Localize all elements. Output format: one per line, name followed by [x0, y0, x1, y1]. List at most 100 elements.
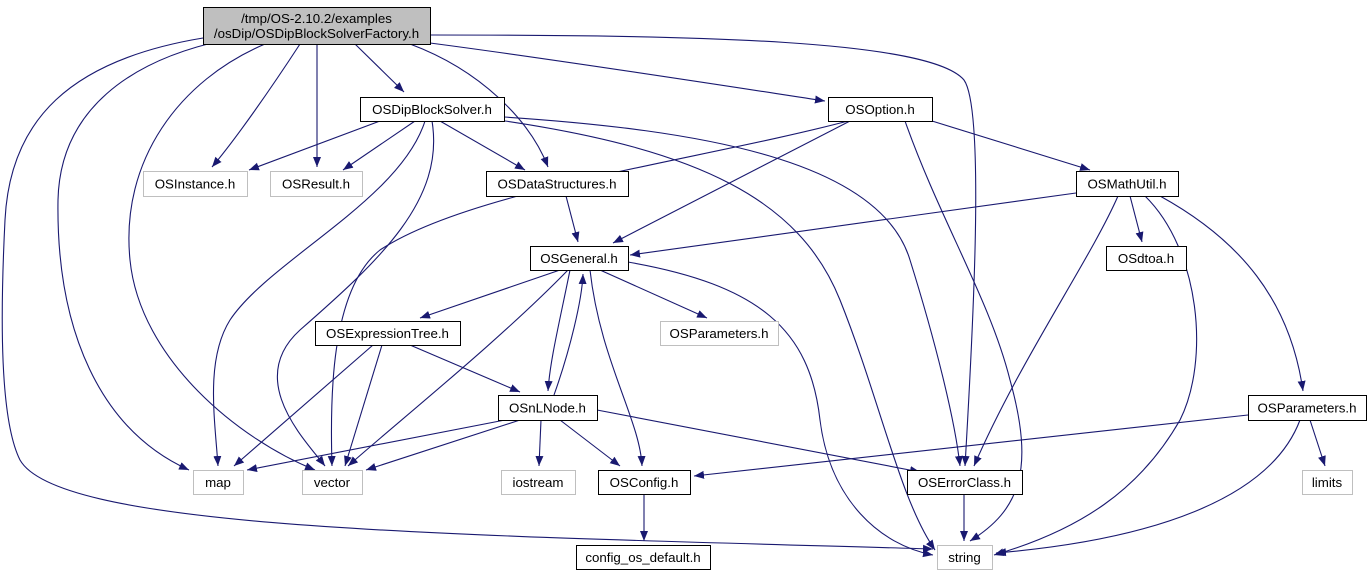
node-label: OSdtoa.h [1118, 251, 1174, 266]
edge-dipblocksolver-to-map [212, 120, 426, 467]
node-label: vector [314, 475, 351, 490]
edge-root-to-osinstance [211, 43, 301, 168]
edge-osnlnode-to-vector [365, 419, 521, 471]
node-label: /osDip/OSDipBlockSolverFactory.h [214, 26, 419, 41]
node-box [907, 470, 1023, 495]
edge-osgeneral-to-osnlnode [544, 269, 571, 392]
edge-osparameters-to-osconfig [693, 414, 1249, 479]
edge-osoption-to-vector [327, 120, 849, 467]
edge-osexpressiontree-to-vector [344, 344, 383, 467]
edges-layer [1, 34, 1326, 558]
node-osnlnode[interactable]: OSnLNode.h [498, 395, 598, 421]
edge-osnlnode-to-osgeneral [553, 273, 587, 396]
edge-osoption-to-osmathutil [931, 120, 1091, 171]
node-osparameters_ext[interactable]: OSParameters.h [660, 321, 779, 346]
node-dipblocksolver[interactable]: OSDipBlockSolver.h [360, 97, 505, 122]
edge-osnlnode-to-oserrorclass [596, 409, 921, 475]
edge-osexpressiontree-to-map [233, 344, 374, 467]
node-label: OSResult.h [282, 177, 350, 192]
edge-dipblocksolver-to-osdatastructures [439, 120, 526, 171]
node-root[interactable]: /tmp/OS-2.10.2/examples/osDip/OSDipBlock… [203, 7, 431, 45]
edge-osmathutil-to-osdtoa [1129, 195, 1144, 243]
node-box [143, 171, 248, 197]
node-label: config_os_default.h [585, 550, 700, 565]
edge-osparameters-to-limits [1309, 419, 1326, 467]
edge-dipblocksolver-to-oserrorclass [503, 116, 963, 467]
edge-osmathutil-to-oserrorclass [973, 195, 1119, 467]
node-label: map [205, 475, 231, 490]
node-box [501, 470, 576, 495]
edge-dipblocksolver-to-vector [276, 120, 435, 467]
node-oserrorclass[interactable]: OSErrorClass.h [907, 470, 1023, 495]
node-label: OSOption.h [845, 102, 914, 117]
node-box [598, 470, 691, 495]
node-label: OSMathUtil.h [1087, 177, 1166, 192]
node-string[interactable]: string [937, 545, 993, 570]
node-box [486, 171, 629, 197]
node-box [1248, 395, 1367, 421]
node-osdtoa[interactable]: OSdtoa.h [1106, 246, 1187, 271]
edge-root-to-string [1, 37, 934, 553]
node-label: limits [1312, 475, 1343, 490]
edge-osmathutil-to-osparameters [1159, 195, 1306, 392]
node-box [498, 395, 598, 421]
edge-root-to-vector [128, 43, 316, 471]
node-box [1302, 470, 1353, 495]
node-label: OSExpressionTree.h [326, 326, 449, 341]
node-label: OSParameters.h [1257, 401, 1356, 416]
edge-osnlnode-to-osconfig [559, 419, 621, 467]
node-limits[interactable]: limits [1302, 470, 1353, 495]
node-config_os_default[interactable]: config_os_default.h [576, 545, 711, 570]
node-box [530, 246, 629, 271]
node-box [315, 321, 461, 346]
node-osoption[interactable]: OSOption.h [828, 97, 933, 122]
node-label: OSErrorClass.h [918, 475, 1011, 490]
node-osinstance[interactable]: OSInstance.h [143, 171, 248, 197]
node-box [1076, 171, 1179, 197]
node-osresult[interactable]: OSResult.h [270, 171, 363, 197]
node-osexpressiontree[interactable]: OSExpressionTree.h [315, 321, 461, 346]
node-box [1106, 246, 1187, 271]
node-osparameters[interactable]: OSParameters.h [1248, 395, 1367, 421]
node-box [360, 97, 505, 122]
node-label: OSGeneral.h [540, 251, 618, 266]
edge-osgeneral-to-osexpressiontree [419, 269, 561, 319]
node-osgeneral[interactable]: OSGeneral.h [530, 246, 629, 271]
edge-osnlnode-to-iostream [535, 419, 544, 467]
nodes-layer: /tmp/OS-2.10.2/examples/osDip/OSDipBlock… [143, 7, 1367, 570]
node-box [660, 321, 779, 346]
edge-osgeneral-to-vector [347, 269, 569, 467]
edge-root-to-map [57, 39, 226, 471]
node-label: OSParameters.h [669, 326, 768, 341]
node-label: OSConfig.h [610, 475, 679, 490]
node-box [828, 97, 933, 122]
edge-osoption-to-osgeneral [612, 120, 851, 244]
edge-osoption-to-string [904, 120, 1023, 542]
node-label: string [948, 550, 981, 565]
node-osdatastructures[interactable]: OSDataStructures.h [486, 171, 629, 197]
node-box [203, 7, 431, 45]
node-label: OSDipBlockSolver.h [372, 102, 492, 117]
node-osconfig[interactable]: OSConfig.h [598, 470, 691, 495]
node-map[interactable]: map [193, 470, 244, 495]
node-iostream[interactable]: iostream [501, 470, 576, 495]
node-box [937, 545, 993, 570]
node-box [576, 545, 711, 570]
edge-osgeneral-to-osconfig [589, 269, 646, 467]
node-osmathutil[interactable]: OSMathUtil.h [1076, 171, 1179, 197]
node-vector[interactable]: vector [302, 470, 363, 495]
node-label: OSInstance.h [155, 177, 236, 192]
edge-root-to-osoption [429, 42, 826, 104]
node-box [193, 470, 244, 495]
node-label: /tmp/OS-2.10.2/examples [241, 11, 392, 26]
edge-dipblocksolver-to-string [504, 120, 936, 551]
edge-osnlnode-to-map [246, 419, 506, 473]
edge-osgeneral-to-osparameters_ext [599, 269, 708, 319]
edge-osdatastructures-to-osgeneral [565, 195, 580, 243]
edge-dipblocksolver-to-osresult [342, 120, 416, 171]
node-label: OSDataStructures.h [498, 177, 617, 192]
edge-osmathutil-to-osgeneral [629, 192, 1077, 258]
edge-osgeneral-to-string [627, 261, 934, 558]
node-box [302, 470, 363, 495]
